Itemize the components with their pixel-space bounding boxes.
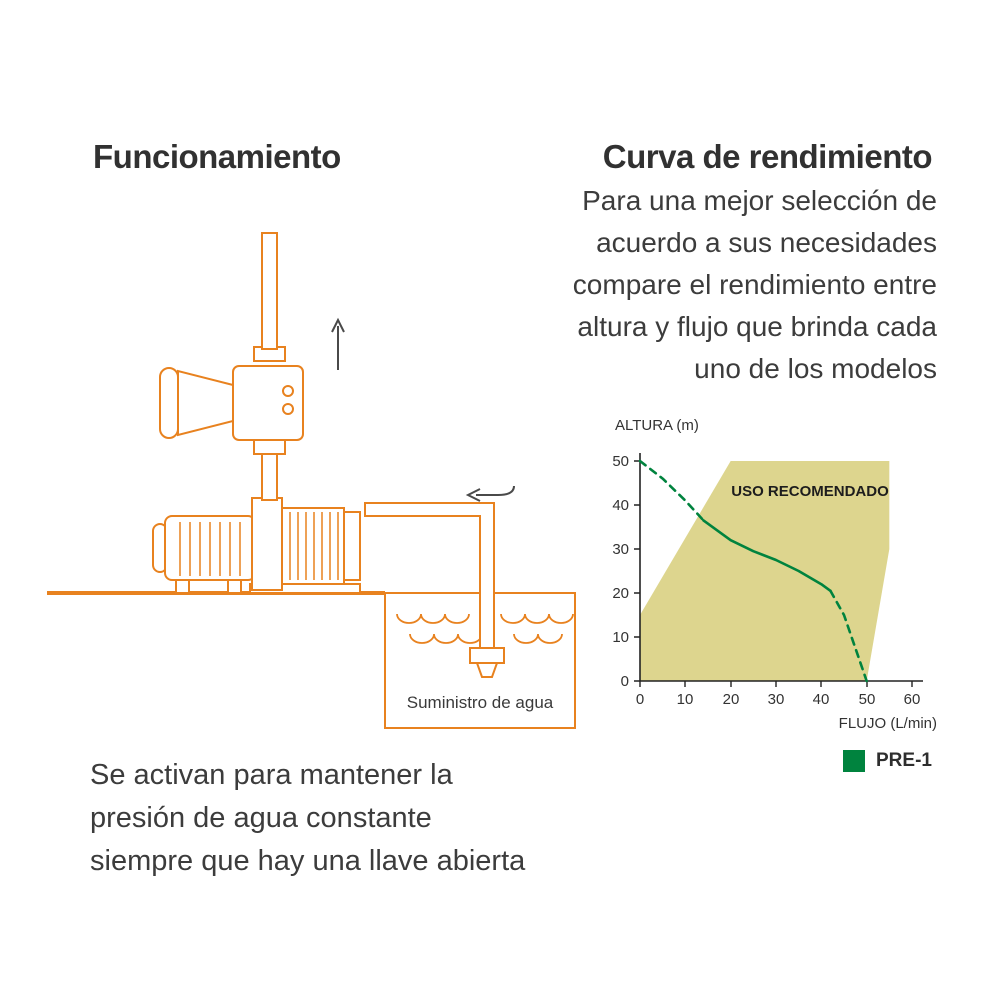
x-tick-label: 50 (859, 691, 876, 708)
tank-label: Suministro de agua (407, 693, 554, 712)
legend-label: PRE-1 (876, 750, 932, 771)
performance-chart: ALTURA (m) FLUJO (L/min) USO RECOMENDADO… (612, 417, 937, 732)
discharge-pipe (261, 232, 278, 350)
x-axis-ticks (639, 681, 913, 687)
x-tick-label: 30 (768, 691, 785, 708)
intro-line: altura y flujo que brinda cada (577, 311, 937, 342)
caption-line: Se activan para mantener la (90, 759, 453, 791)
foot-valve (469, 647, 505, 678)
y-tick-label: 40 (612, 497, 629, 514)
x-tick-label: 20 (723, 691, 740, 708)
y-tick-label: 30 (612, 541, 629, 558)
pump-motor (152, 515, 256, 594)
x-tick-label: 40 (813, 691, 830, 708)
pressure-switch-body (232, 365, 304, 441)
x-tick-label: 10 (677, 691, 694, 708)
y-tick-label: 0 (621, 673, 629, 690)
flow-up-arrow-icon (331, 317, 345, 370)
flow-left-arrow-icon (465, 485, 515, 502)
intro-line: uno de los modelos (694, 353, 937, 384)
x-axis-title: FLUJO (L/min) (839, 715, 937, 732)
water-waves-icon (396, 613, 574, 644)
intro-line: acuerdo a sus necesidades (596, 227, 937, 258)
caption-line: presión de agua constante (90, 802, 432, 834)
x-tick-label: 60 (904, 691, 921, 708)
pressure-switch-assembly (159, 232, 304, 501)
performance-intro-paragraph: Para una mejor selección de acuerdo a su… (497, 180, 937, 390)
y-tick-label: 20 (612, 585, 629, 602)
intro-line: compare el rendimiento entre (572, 269, 937, 300)
legend-swatch-icon (843, 750, 865, 772)
y-axis-ticks (634, 460, 640, 682)
x-tick-label: 0 (636, 691, 644, 708)
pump-line-art (47, 232, 576, 729)
performance-curve-solid (702, 519, 832, 593)
y-tick-label: 50 (612, 453, 629, 470)
performance-curve-dashed-end (829, 589, 868, 683)
intro-line: Para una mejor selección de (582, 185, 937, 216)
y-axis-title: ALTURA (m) (615, 417, 699, 434)
flow-arrows (331, 317, 515, 502)
right-section-title: Curva de rendimiento (602, 138, 933, 176)
pump-diagram: Suministro de agua (47, 232, 576, 729)
recommended-use-region (640, 461, 890, 681)
switch-bell (177, 369, 234, 437)
function-caption: Se activan para mantener la presión de a… (90, 754, 600, 883)
left-section-title: Funcionamiento (93, 138, 341, 176)
performance-curve-dashed-start (638, 459, 705, 522)
chart-legend: PRE-1 (843, 750, 932, 772)
caption-line: siempre que hay una llave abierta (90, 845, 526, 877)
switch-bell-cap (159, 367, 179, 439)
region-label: USO RECOMENDADO (731, 483, 889, 500)
pump-head (249, 497, 361, 594)
y-tick-label: 10 (612, 629, 629, 646)
